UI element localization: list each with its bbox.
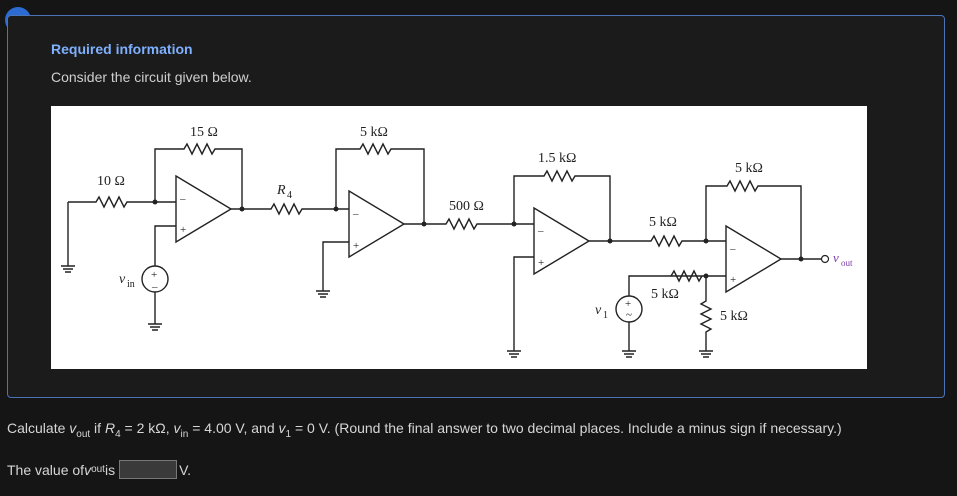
- required-info-panel: Required information Consider the circui…: [7, 15, 945, 398]
- label-vout-sub: out: [841, 258, 853, 268]
- svg-text:–: –: [151, 281, 158, 293]
- svg-text:–: –: [352, 208, 359, 220]
- label-r-c: 5 kΩ: [720, 309, 748, 324]
- svg-text:+: +: [180, 224, 186, 236]
- answer-input[interactable]: [119, 460, 178, 479]
- info-title: Required information: [51, 41, 193, 57]
- label-vout: v: [833, 250, 839, 265]
- label-r-in: 10 Ω: [97, 174, 125, 189]
- label-r-b: 5 kΩ: [651, 287, 679, 302]
- label-r-a: 5 kΩ: [649, 215, 677, 230]
- label-r-mid: 500 Ω: [449, 199, 484, 214]
- svg-text:–: –: [179, 193, 186, 205]
- label-r-f4: 5 kΩ: [735, 161, 763, 176]
- answer-unit: V.: [179, 461, 192, 478]
- label-r-f1: 15 Ω: [190, 125, 218, 140]
- label-vin-sub: in: [127, 279, 135, 290]
- info-text: Consider the circuit given below.: [51, 69, 252, 85]
- svg-text:+: +: [353, 240, 359, 252]
- label-vin: v: [119, 272, 126, 287]
- svg-text:+: +: [730, 274, 736, 286]
- label-r4: R: [276, 183, 286, 198]
- label-v1-sub: 1: [603, 310, 608, 321]
- question-text: Calculate vout if R4 = 2 kΩ, vin = 4.00 …: [7, 420, 842, 440]
- svg-text:+: +: [151, 269, 157, 281]
- circuit-figure: 10 Ω 15 Ω R 4 5 kΩ 500 Ω 1.5 kΩ 5 kΩ 5 k…: [51, 106, 867, 369]
- svg-text:–: –: [729, 243, 736, 255]
- circuit-diagram: 10 Ω 15 Ω R 4 5 kΩ 500 Ω 1.5 kΩ 5 kΩ 5 k…: [61, 125, 853, 358]
- svg-text:+: +: [538, 257, 544, 269]
- label-r-f2: 5 kΩ: [360, 125, 388, 140]
- svg-text:~: ~: [626, 309, 632, 321]
- label-r-f3: 1.5 kΩ: [538, 151, 576, 166]
- label-v1: v: [595, 303, 602, 318]
- label-r4-sub: 4: [287, 190, 292, 201]
- svg-text:–: –: [537, 225, 544, 237]
- svg-text:+: +: [625, 298, 631, 310]
